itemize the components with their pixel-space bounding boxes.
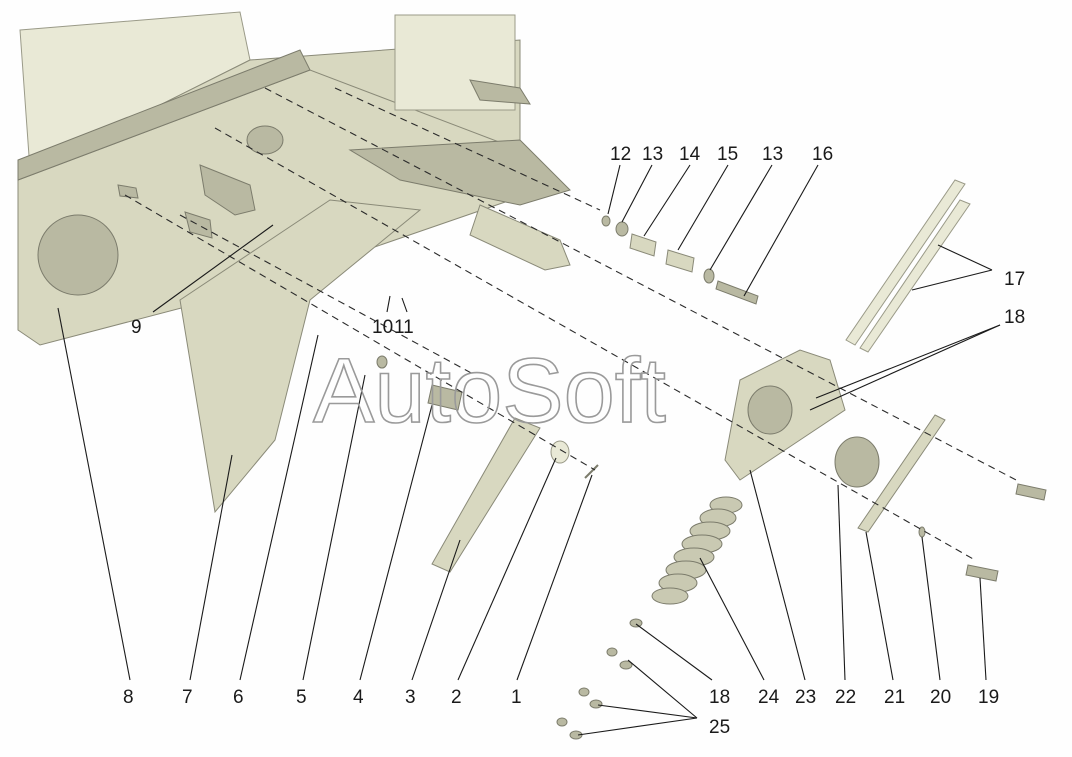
- rods-17: [845, 179, 971, 353]
- callout-3: 3: [405, 687, 416, 708]
- callout-20: 20: [930, 687, 951, 708]
- shaft-tube: [469, 204, 571, 271]
- spring-24: [651, 496, 743, 605]
- callout-8: 8: [123, 687, 134, 708]
- callout-5: 5: [296, 687, 307, 708]
- lug-6: [199, 164, 256, 216]
- callout-16: 16: [812, 144, 833, 165]
- pin-1: [584, 464, 599, 479]
- side-plate-8: [17, 69, 541, 346]
- pin-5: [184, 211, 213, 239]
- callout-9: 9: [131, 317, 142, 338]
- bracket-23-assembly: [724, 349, 1047, 582]
- callout-15: 15: [717, 144, 738, 165]
- part-13b: [703, 268, 715, 284]
- callout-7: 7: [182, 687, 193, 708]
- washer-2: [550, 440, 570, 464]
- callout-13b: 13: [762, 144, 783, 165]
- bracket-plate-7: [179, 199, 422, 514]
- callout-labels: 8 7 6 5 4 3 2 1 9 10 11 12 13 14 15 13 1…: [123, 144, 1025, 738]
- assembly-axes: [124, 87, 1021, 561]
- upper-shaft: [469, 79, 531, 105]
- callout-23: 23: [795, 687, 816, 708]
- bracket-arm: [348, 139, 571, 206]
- block-4: [427, 384, 463, 411]
- callout-18-lower: 18: [709, 687, 730, 708]
- part-13a: [615, 221, 629, 237]
- callout-14: 14: [679, 144, 701, 165]
- washers-25: [556, 618, 643, 740]
- bushing-group: [601, 215, 759, 305]
- rod-17b: [859, 199, 971, 353]
- callout-1: 1: [511, 687, 522, 708]
- frame-edge: [17, 49, 311, 181]
- callout-25: 25: [709, 717, 730, 738]
- leader-lines: [57, 164, 1001, 736]
- frame-assembly: [17, 11, 571, 514]
- pivot-boss: [246, 125, 284, 155]
- callout-18-upper: 18: [1004, 307, 1025, 328]
- callout-10: 10: [372, 317, 393, 338]
- watermark-text: AutoSoft: [313, 340, 666, 442]
- bracket-hole: [747, 385, 793, 435]
- small-nut: [376, 355, 388, 369]
- part-12: [601, 215, 611, 227]
- plate-hole: [37, 214, 119, 296]
- bolt-19: [965, 564, 999, 582]
- callout-4: 4: [353, 687, 364, 708]
- callout-2: 2: [451, 687, 462, 708]
- part-15: [665, 249, 695, 273]
- callout-11: 11: [394, 317, 414, 338]
- strip-21: [857, 414, 946, 533]
- callout-13a: 13: [642, 144, 663, 165]
- nut-22: [834, 436, 880, 488]
- part-14: [629, 233, 657, 257]
- callout-6: 6: [233, 687, 244, 708]
- arm-group: [376, 355, 599, 573]
- part-16-bolt: [715, 280, 759, 305]
- callout-17: 17: [1004, 269, 1025, 290]
- arm-3: [431, 417, 541, 573]
- callout-22: 22: [835, 687, 856, 708]
- callout-24: 24: [758, 687, 780, 708]
- bolt-right: [1015, 483, 1047, 501]
- callout-21: 21: [884, 687, 905, 708]
- callout-12: 12: [610, 144, 631, 165]
- pin-small: [117, 184, 139, 199]
- callout-19: 19: [978, 687, 999, 708]
- rod-17a: [845, 179, 966, 346]
